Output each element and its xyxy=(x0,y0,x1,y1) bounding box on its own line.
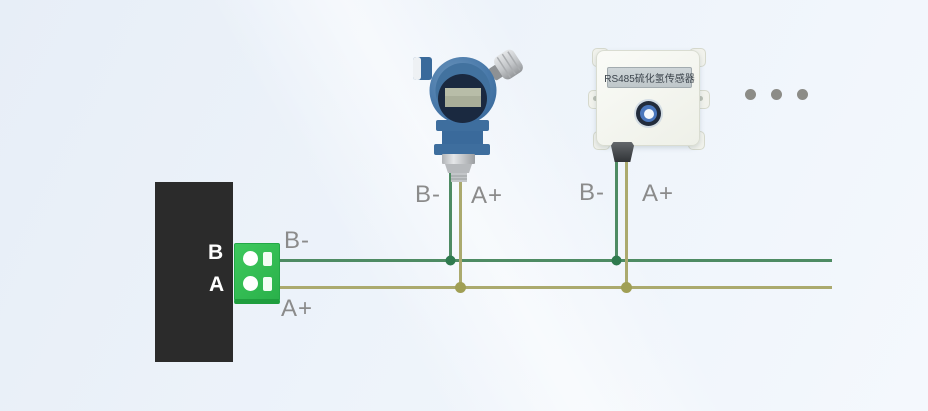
sensor-enclosure xyxy=(596,50,700,146)
transmitter-stem xyxy=(442,154,475,182)
terminal-wire-b-label: B- xyxy=(284,227,310,254)
controller-box: B A xyxy=(155,182,233,362)
junction-dot-a2 xyxy=(621,282,632,293)
transmitter-display-head xyxy=(429,57,497,124)
transmitter-side-cap xyxy=(413,57,432,80)
terminal-screw-b xyxy=(243,251,258,266)
more-devices-ellipsis-icon xyxy=(745,89,808,100)
sensor-gas-inlet xyxy=(636,101,661,126)
ellipsis-dot xyxy=(771,89,782,100)
junction-dot-b1 xyxy=(445,255,456,266)
terminal-wire-a-label: A+ xyxy=(281,295,314,322)
junction-dot-a1 xyxy=(455,282,466,293)
junction-dot-b2 xyxy=(611,255,622,266)
sensor-cable-gland xyxy=(611,142,634,162)
pressure-transmitter xyxy=(413,49,523,182)
terminal-screw-a xyxy=(243,276,258,291)
terminal-block xyxy=(234,243,280,304)
controller-port-a-label: A xyxy=(209,273,225,296)
transmitter-wire-b-label: B- xyxy=(415,181,441,208)
ellipsis-dot xyxy=(745,89,756,100)
terminal-slot-a xyxy=(263,277,272,291)
sensor-wire-b-label: B- xyxy=(579,179,605,206)
transmitter-wire-a-label: A+ xyxy=(471,182,504,209)
transmitter-neck xyxy=(434,120,490,155)
sensor-nameplate: RS485硫化氢传感器 xyxy=(604,67,695,88)
terminal-slot-b xyxy=(263,252,272,266)
transmitter-cable-gland xyxy=(489,49,523,81)
sensor-wire-a-label: A+ xyxy=(642,180,675,207)
controller-port-b-label: B xyxy=(208,241,224,264)
ellipsis-dot xyxy=(797,89,808,100)
rs485-sensor: RS485硫化氢传感器 xyxy=(588,48,710,150)
